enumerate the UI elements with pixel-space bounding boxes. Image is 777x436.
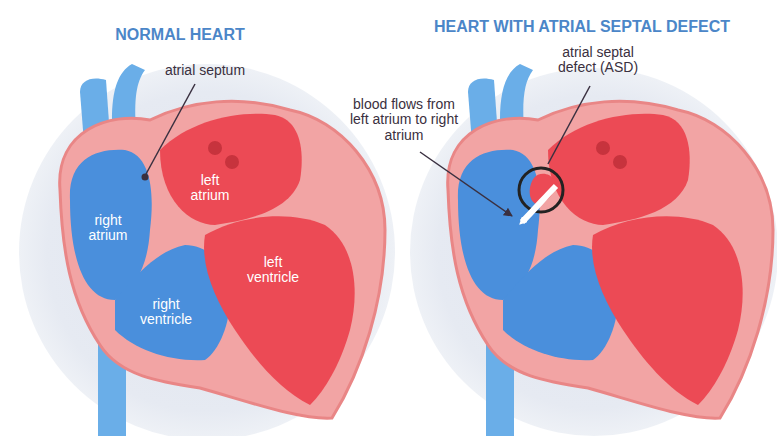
leader-line — [146, 84, 195, 174]
panel-heading: NORMAL HEART — [115, 26, 244, 44]
panel-heading: HEART WITH ATRIAL SEPTAL DEFECT — [434, 18, 730, 36]
normal-heart — [60, 64, 385, 436]
chamber-label: right atrium — [78, 213, 138, 244]
callout-label: atrial septal defect (ASD) — [548, 45, 648, 76]
part-label: atrial septum — [165, 63, 245, 78]
chamber-label: left atrium — [180, 173, 240, 204]
leader-arrow — [420, 152, 512, 216]
leader-line — [548, 86, 590, 164]
leader-dot — [142, 174, 149, 181]
defect-heart — [448, 64, 773, 436]
callout-label: blood flows from left atrium to right at… — [348, 97, 460, 143]
chamber-label: left ventricle — [238, 255, 308, 286]
chamber-label: right ventricle — [131, 297, 201, 328]
background-circle — [19, 64, 395, 436]
